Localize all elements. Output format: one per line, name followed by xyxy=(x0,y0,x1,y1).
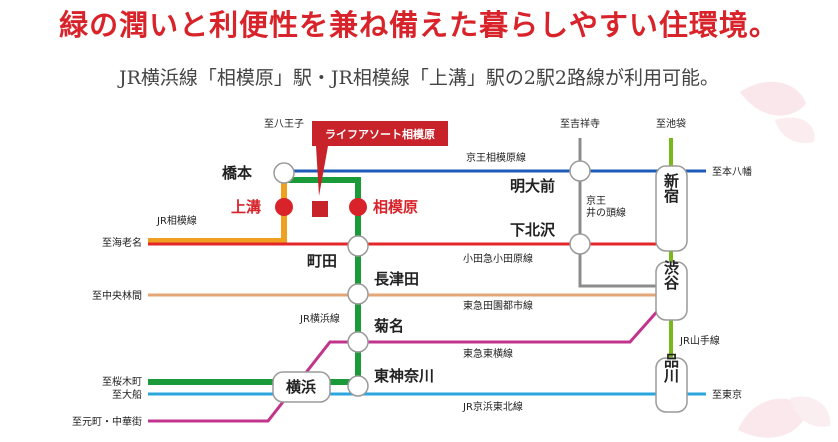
station-sagamihara-marker xyxy=(349,198,367,216)
station-shimokitazawa-label: 下北沢 xyxy=(510,221,556,239)
station-nagatsuta-marker xyxy=(347,283,369,305)
station-shibuya-label: 渋谷 xyxy=(662,259,680,291)
petal-shape xyxy=(775,117,815,144)
callout-text: ライフアソート相模原 xyxy=(325,127,435,141)
line-sagami xyxy=(148,173,287,244)
subheadline: JR横浜線「相模原」駅・JR相模線「上溝」駅の2駅2路線が利用可能。 xyxy=(118,67,720,89)
petal-shape xyxy=(740,81,806,116)
station-higashikanagawa-marker xyxy=(347,375,369,397)
station-meidaimae-marker xyxy=(569,160,591,182)
line-yokohama-label: JR横浜線 xyxy=(299,312,340,325)
station-yokohama-box xyxy=(272,371,331,403)
station-kikuna-label: 菊名 xyxy=(374,317,404,335)
dest-chuorinkan: 至中央林間 xyxy=(92,289,142,302)
dest-ikebukuro: 至池袋 xyxy=(656,117,686,130)
dest-hachioji: 至八王子 xyxy=(264,118,304,130)
station-machida-label: 町田 xyxy=(307,252,337,270)
property-callout: ライフアソート相模原 xyxy=(312,121,448,217)
station-hashimoto-marker xyxy=(273,162,295,184)
station-higashikanagawa-label: 東神奈川 xyxy=(374,367,434,385)
station-kikuna-marker xyxy=(347,331,369,353)
petal-shape xyxy=(790,396,831,427)
dest-motoyawata: 至本八幡 xyxy=(712,165,752,178)
line-inokashira xyxy=(578,138,666,288)
line-keihin-tohoku-label: JR京浜東北線 xyxy=(462,400,523,413)
line-toyoko-label: 東急東横線 xyxy=(463,347,513,360)
station-shibuya-box xyxy=(655,261,688,321)
station-kamimizo-label: 上溝 xyxy=(231,198,261,216)
callout-box xyxy=(312,121,448,146)
callout-pointer xyxy=(316,146,328,196)
station-markers xyxy=(273,160,591,397)
dest-sakuragicho: 至桜木町 xyxy=(102,375,142,388)
station-shinjuku-box xyxy=(655,165,688,252)
station-shimokitazawa-marker xyxy=(569,233,591,255)
line-keio-sagamihara-label: 京王相模原線 xyxy=(466,151,526,164)
dest-tokyo: 至東京 xyxy=(712,388,742,401)
headline: 緑の潤いと利便性を兼ね備えた暮らしやすい住環境。 xyxy=(59,8,779,42)
station-meidaimae-label: 明大前 xyxy=(510,177,555,195)
dest-ofuna: 至大船 xyxy=(112,388,142,401)
line-sagami-label: JR相模線 xyxy=(156,214,197,227)
station-shinjuku-label: 新宿 xyxy=(662,172,680,204)
line-toyoko xyxy=(148,297,671,423)
line-denentoshi-label: 東急田園都市線 xyxy=(463,299,533,312)
station-hashimoto-label: 橋本 xyxy=(222,164,252,182)
line-inokashira-label: 京王井の頭線 xyxy=(586,194,626,219)
decorative-petals xyxy=(738,81,831,438)
station-sagamihara-label: 相模原 xyxy=(373,198,418,216)
station-machida-marker xyxy=(347,235,369,257)
dest-motomachi: 至元町・中華街 xyxy=(72,415,142,428)
station-kamimizo-marker xyxy=(275,198,293,216)
property-marker xyxy=(312,201,328,217)
line-yamanote-label: JR山手線 xyxy=(679,334,720,347)
station-nagatsuta-label: 長津田 xyxy=(374,270,419,288)
station-yokohama-label: 横浜 xyxy=(286,378,316,396)
dest-kichijoji: 至吉祥寺 xyxy=(560,117,600,130)
line-odakyu-label: 小田急小田原線 xyxy=(463,252,533,265)
station-shinagawa-label: 品川 xyxy=(662,353,680,383)
dest-ebina: 至海老名 xyxy=(102,236,142,249)
station-shinagawa-box xyxy=(655,357,688,413)
boxed-stations xyxy=(272,165,688,413)
petal-shape xyxy=(738,398,808,438)
